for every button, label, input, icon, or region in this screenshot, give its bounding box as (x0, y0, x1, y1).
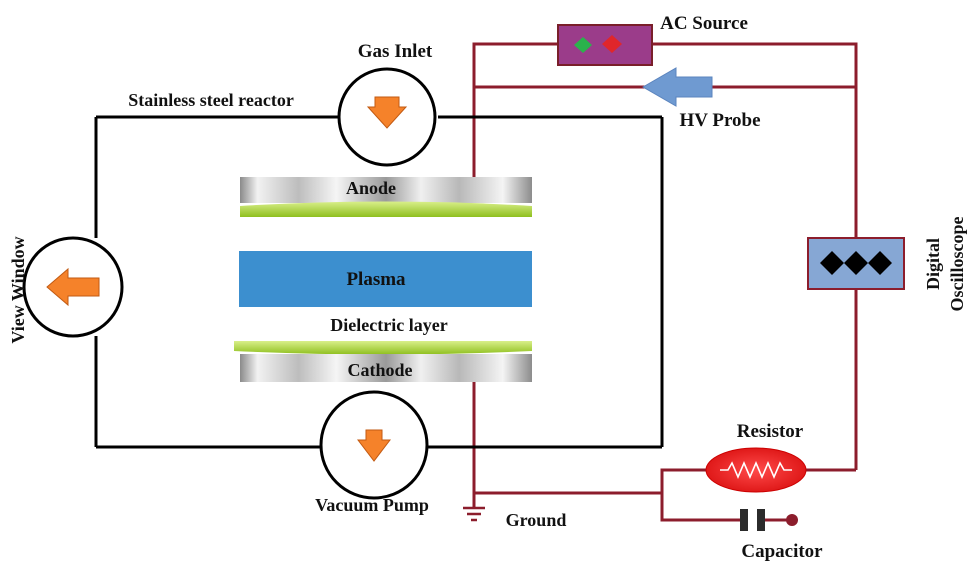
arrow-left-icon (46, 267, 100, 307)
view-window-label: View Window (8, 236, 28, 343)
arrow-down-icon (356, 429, 392, 462)
reactor-label: Stainless steel reactor (128, 90, 294, 110)
plasma-label: Plasma (346, 269, 406, 290)
ac-source-right-wire (652, 42, 858, 238)
vacuum-pump-label: Vacuum Pump (315, 495, 429, 515)
ground-icon (463, 506, 485, 522)
stainless-steel-reactor (94, 115, 664, 449)
anode-label: Anode (346, 178, 396, 198)
resistor-component (705, 447, 807, 493)
hv-probe-label: HV Probe (679, 110, 760, 131)
gas-inlet-label: Gas Inlet (358, 41, 433, 62)
oscilloscope-label-line2: Oscilloscope (947, 216, 967, 311)
hv-probe-arrow-icon (641, 67, 713, 107)
capacitor-label: Capacitor (741, 541, 823, 562)
anode-green-layer (240, 201, 532, 217)
waveform-icon (820, 251, 892, 275)
ac-diamond-red-icon (602, 35, 622, 53)
arrow-down-icon (366, 96, 408, 129)
capacitor-plate-right (757, 509, 765, 531)
resistor-left-wire (660, 468, 740, 522)
vacuum-pump-port (319, 390, 429, 500)
ground-label: Ground (506, 510, 567, 530)
oscilloscope-label-line1: Digital (923, 238, 943, 290)
ac-source-left-wire (472, 42, 558, 180)
ac-diamond-green-icon (574, 37, 592, 53)
plasma-region (239, 251, 532, 307)
cathode-label: Cathode (347, 360, 412, 380)
ac-source-box (557, 24, 653, 66)
ac-source-label: AC Source (660, 13, 748, 34)
capacitor-plate-left (740, 509, 748, 531)
anode-electrode (240, 177, 532, 217)
gas-inlet-port (337, 67, 437, 167)
dielectric-layer (234, 341, 532, 355)
digital-oscilloscope (807, 237, 905, 290)
resistor-label: Resistor (737, 421, 804, 442)
view-window-port (22, 236, 124, 338)
resistor-icon (720, 460, 792, 480)
cathode-electrode (234, 341, 532, 382)
dielectric-label: Dielectric layer (330, 315, 447, 335)
capacitor-component (740, 509, 798, 531)
capacitor-terminal-dot (786, 514, 798, 526)
